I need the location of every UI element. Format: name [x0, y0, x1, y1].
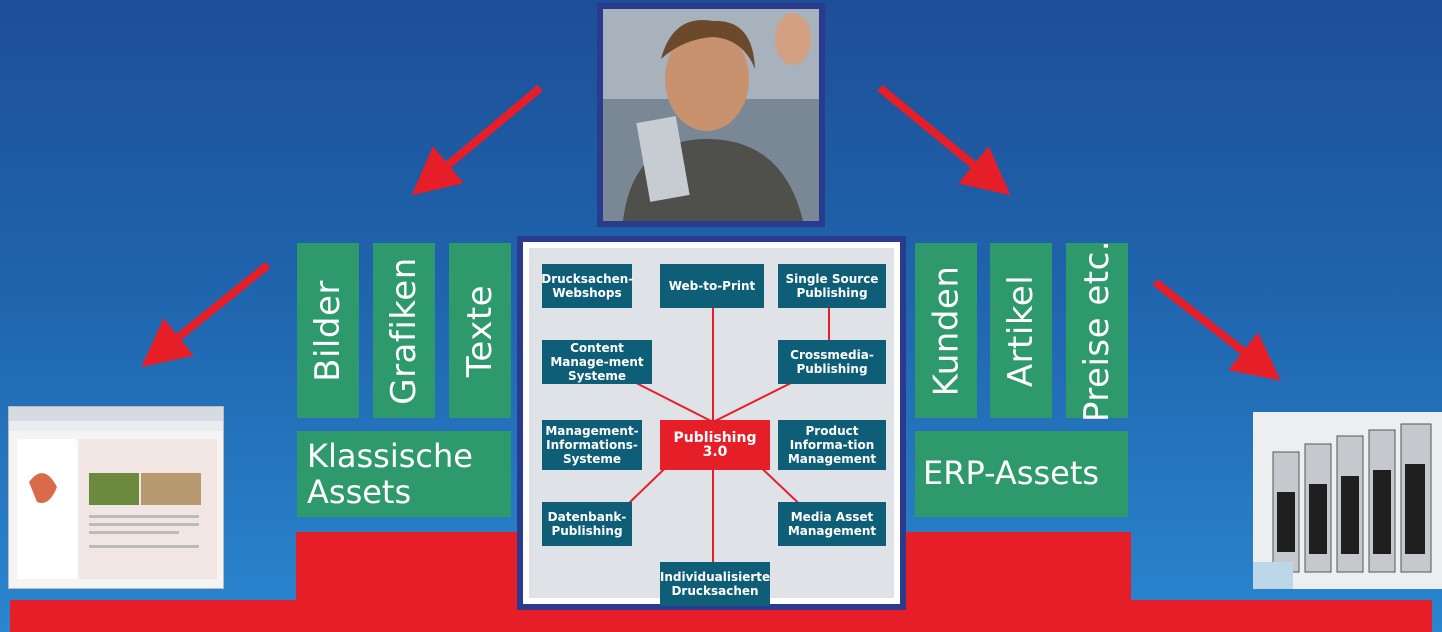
diagram-canvas: Drucksachen-Webshops Web-to-Print Single… — [529, 248, 894, 606]
column-label: Grafiken — [384, 256, 424, 405]
arrow-right-line — [1152, 278, 1281, 381]
node-cms: Content Manage-ment Systeme — [542, 340, 652, 384]
column-label: Bilder — [308, 279, 349, 382]
column-label: Preise etc. — [1077, 239, 1118, 422]
arrow-top-right-line — [877, 84, 1011, 196]
node-datenbank: Datenbank-Publishing — [542, 502, 632, 546]
node-publishing-3-0: Publishing 3.0 — [660, 420, 770, 470]
column-label: Artikel — [1001, 274, 1042, 387]
node-single-source: Single Source Publishing — [778, 264, 886, 308]
node-pim: Product Informa-tion Management — [778, 420, 886, 470]
column-bilder: Bilder — [297, 243, 359, 418]
arrow-top-left-line — [411, 84, 543, 196]
column-artikel: Artikel — [990, 243, 1052, 418]
column-grafiken: Grafiken — [373, 243, 435, 418]
column-preise: Preise etc. — [1066, 239, 1128, 422]
column-label: Kunden — [926, 265, 966, 396]
node-mis: Management-Informations-Systeme — [542, 420, 642, 470]
erp-assets-block: ERP-Assets — [915, 431, 1128, 517]
left-photo — [8, 406, 224, 589]
klassische-assets-label: Klassische Assets — [307, 437, 473, 511]
arrow-left-line — [141, 261, 271, 368]
column-kunden: Kunden — [915, 243, 977, 418]
publishing-diagram: Drucksachen-Webshops Web-to-Print Single… — [517, 236, 906, 610]
node-drucksachen-webshops: Drucksachen-Webshops — [541, 264, 633, 308]
column-texte: Texte — [449, 243, 511, 418]
top-photo — [597, 3, 825, 227]
node-web-to-print: Web-to-Print — [660, 264, 764, 308]
column-label: Texte — [460, 284, 500, 377]
klassische-assets-block: Klassische Assets — [297, 431, 511, 517]
right-photo — [1253, 412, 1442, 589]
node-crossmedia: Crossmedia-Publishing — [778, 340, 886, 384]
erp-assets-label: ERP-Assets — [923, 454, 1100, 493]
node-individualisierte: Individualisierte Drucksachen — [660, 562, 770, 606]
node-mam: Media Asset Management — [778, 502, 886, 546]
